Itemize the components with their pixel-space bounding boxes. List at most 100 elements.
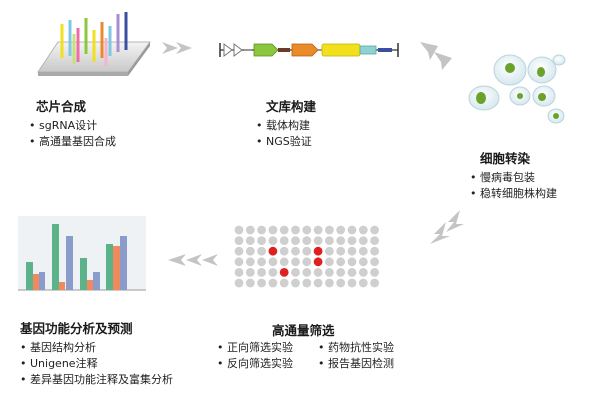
plate-dot [358, 257, 368, 267]
bar [80, 258, 87, 290]
plate-dot [268, 257, 278, 267]
stage-items-chip-synthesis: sgRNA设计 高通量基因合成 [29, 118, 116, 150]
plate-dot [291, 236, 300, 246]
plate-dot [268, 278, 278, 288]
plate-dot [325, 246, 334, 256]
bar [93, 272, 100, 290]
bar [26, 262, 33, 290]
bar [120, 236, 127, 290]
plate-dot [325, 236, 334, 246]
bar [59, 282, 65, 290]
plate-dot [358, 225, 368, 235]
plate-dot [268, 225, 278, 235]
plate-dot [370, 236, 379, 246]
plate-dot [358, 246, 368, 256]
plate-dot [347, 246, 357, 256]
cell-nucleus [537, 67, 545, 77]
plate-dot [347, 225, 357, 235]
plate-dot-hit [268, 246, 278, 256]
list-item: sgRNA设计 [29, 118, 116, 134]
plate-dot [234, 246, 244, 256]
stage-title-cell-staining: 细胞转染 [480, 151, 531, 166]
plate-dot [358, 268, 368, 277]
list-item: 基因结构分析 [20, 340, 173, 356]
arrow-stage2-to-stage3 [420, 42, 452, 70]
plate-dot-hit [313, 246, 323, 256]
plate-dot [336, 246, 346, 256]
chip-synthesis-illustration [37, 12, 151, 76]
plate-dot [336, 268, 346, 277]
plate-dot [268, 268, 278, 277]
stage-items-gene-function-analysis: 基因结构分析 Unigene注释 差异基因功能注释及富集分析 [20, 340, 173, 388]
plate-dot [245, 268, 255, 277]
list-item: 正向筛选实验 [217, 340, 293, 356]
plate-dot [234, 236, 244, 246]
plate-dot [234, 257, 244, 267]
arrow-stage4-to-stage5 [168, 254, 218, 266]
plate-dot [370, 278, 379, 288]
plate-dot [370, 225, 379, 235]
plate-dot [279, 246, 289, 256]
plate-dot [245, 278, 255, 288]
plate-dot [234, 268, 244, 277]
bar [113, 246, 120, 290]
plate-dot [370, 268, 379, 277]
plate-dot [313, 236, 323, 246]
cells-illustration [468, 54, 566, 124]
plate-dot [257, 236, 266, 246]
list-item: 慢病毒包装 [470, 170, 557, 186]
plate-dot [245, 246, 255, 256]
plate-dot [313, 278, 323, 288]
plate-dot [279, 278, 289, 288]
plate-dot [245, 225, 255, 235]
plate-dot-hit [313, 257, 323, 267]
list-item: 载体构建 [256, 118, 312, 134]
arrow-stage3-to-stage4 [430, 210, 464, 244]
plate-dot [291, 246, 300, 256]
plate-dot [291, 268, 300, 277]
list-item: NGS验证 [256, 134, 312, 150]
stage-items-screening-right: 药物抗性实验 报告基因检测 [318, 340, 394, 372]
bar [33, 274, 39, 290]
plate-dot [245, 257, 255, 267]
plate-dot [257, 268, 266, 277]
plate-dot [325, 225, 334, 235]
plate-dot [279, 257, 289, 267]
list-item: 反向筛选实验 [217, 356, 293, 372]
plate-dot [279, 225, 289, 235]
plate-dot [358, 278, 368, 288]
plate-dot [257, 257, 266, 267]
plate-dot [257, 246, 266, 256]
bar [39, 272, 45, 290]
plate-dot [325, 268, 334, 277]
cell-nucleus [505, 63, 515, 73]
vector-map-illustration [219, 43, 399, 57]
plate-dot [347, 236, 357, 246]
cell-nucleus [538, 93, 546, 101]
plate-dot [347, 278, 357, 288]
plate-dot [336, 257, 346, 267]
cell-nucleus [476, 92, 486, 104]
plate-dot [291, 278, 300, 288]
list-item: Unigene注释 [20, 356, 173, 372]
plate-dot [257, 225, 266, 235]
list-item: 稳转细胞株构建 [470, 186, 557, 202]
plate-dot [245, 236, 255, 246]
cell-nucleus [517, 93, 523, 99]
list-item: 差异基因功能注释及富集分析 [20, 372, 173, 388]
plate-dot [234, 225, 244, 235]
stage-title-chip-synthesis: 芯片合成 [36, 99, 87, 114]
plate-dot [325, 257, 334, 267]
arrow-stage1-to-stage2 [162, 42, 192, 54]
plate-dot [291, 225, 300, 235]
stage-title-high-throughput-screening: 高通量筛选 [272, 323, 335, 338]
list-item: 高通量基因合成 [29, 134, 116, 150]
stage-items-library-construction: 载体构建 NGS验证 [256, 118, 312, 150]
plate-dot [302, 236, 312, 246]
plate-dot [268, 236, 278, 246]
cell [552, 54, 566, 66]
bar [52, 224, 59, 290]
plate-dot [370, 257, 379, 267]
stage-title-library-construction: 文库构建 [266, 99, 317, 114]
